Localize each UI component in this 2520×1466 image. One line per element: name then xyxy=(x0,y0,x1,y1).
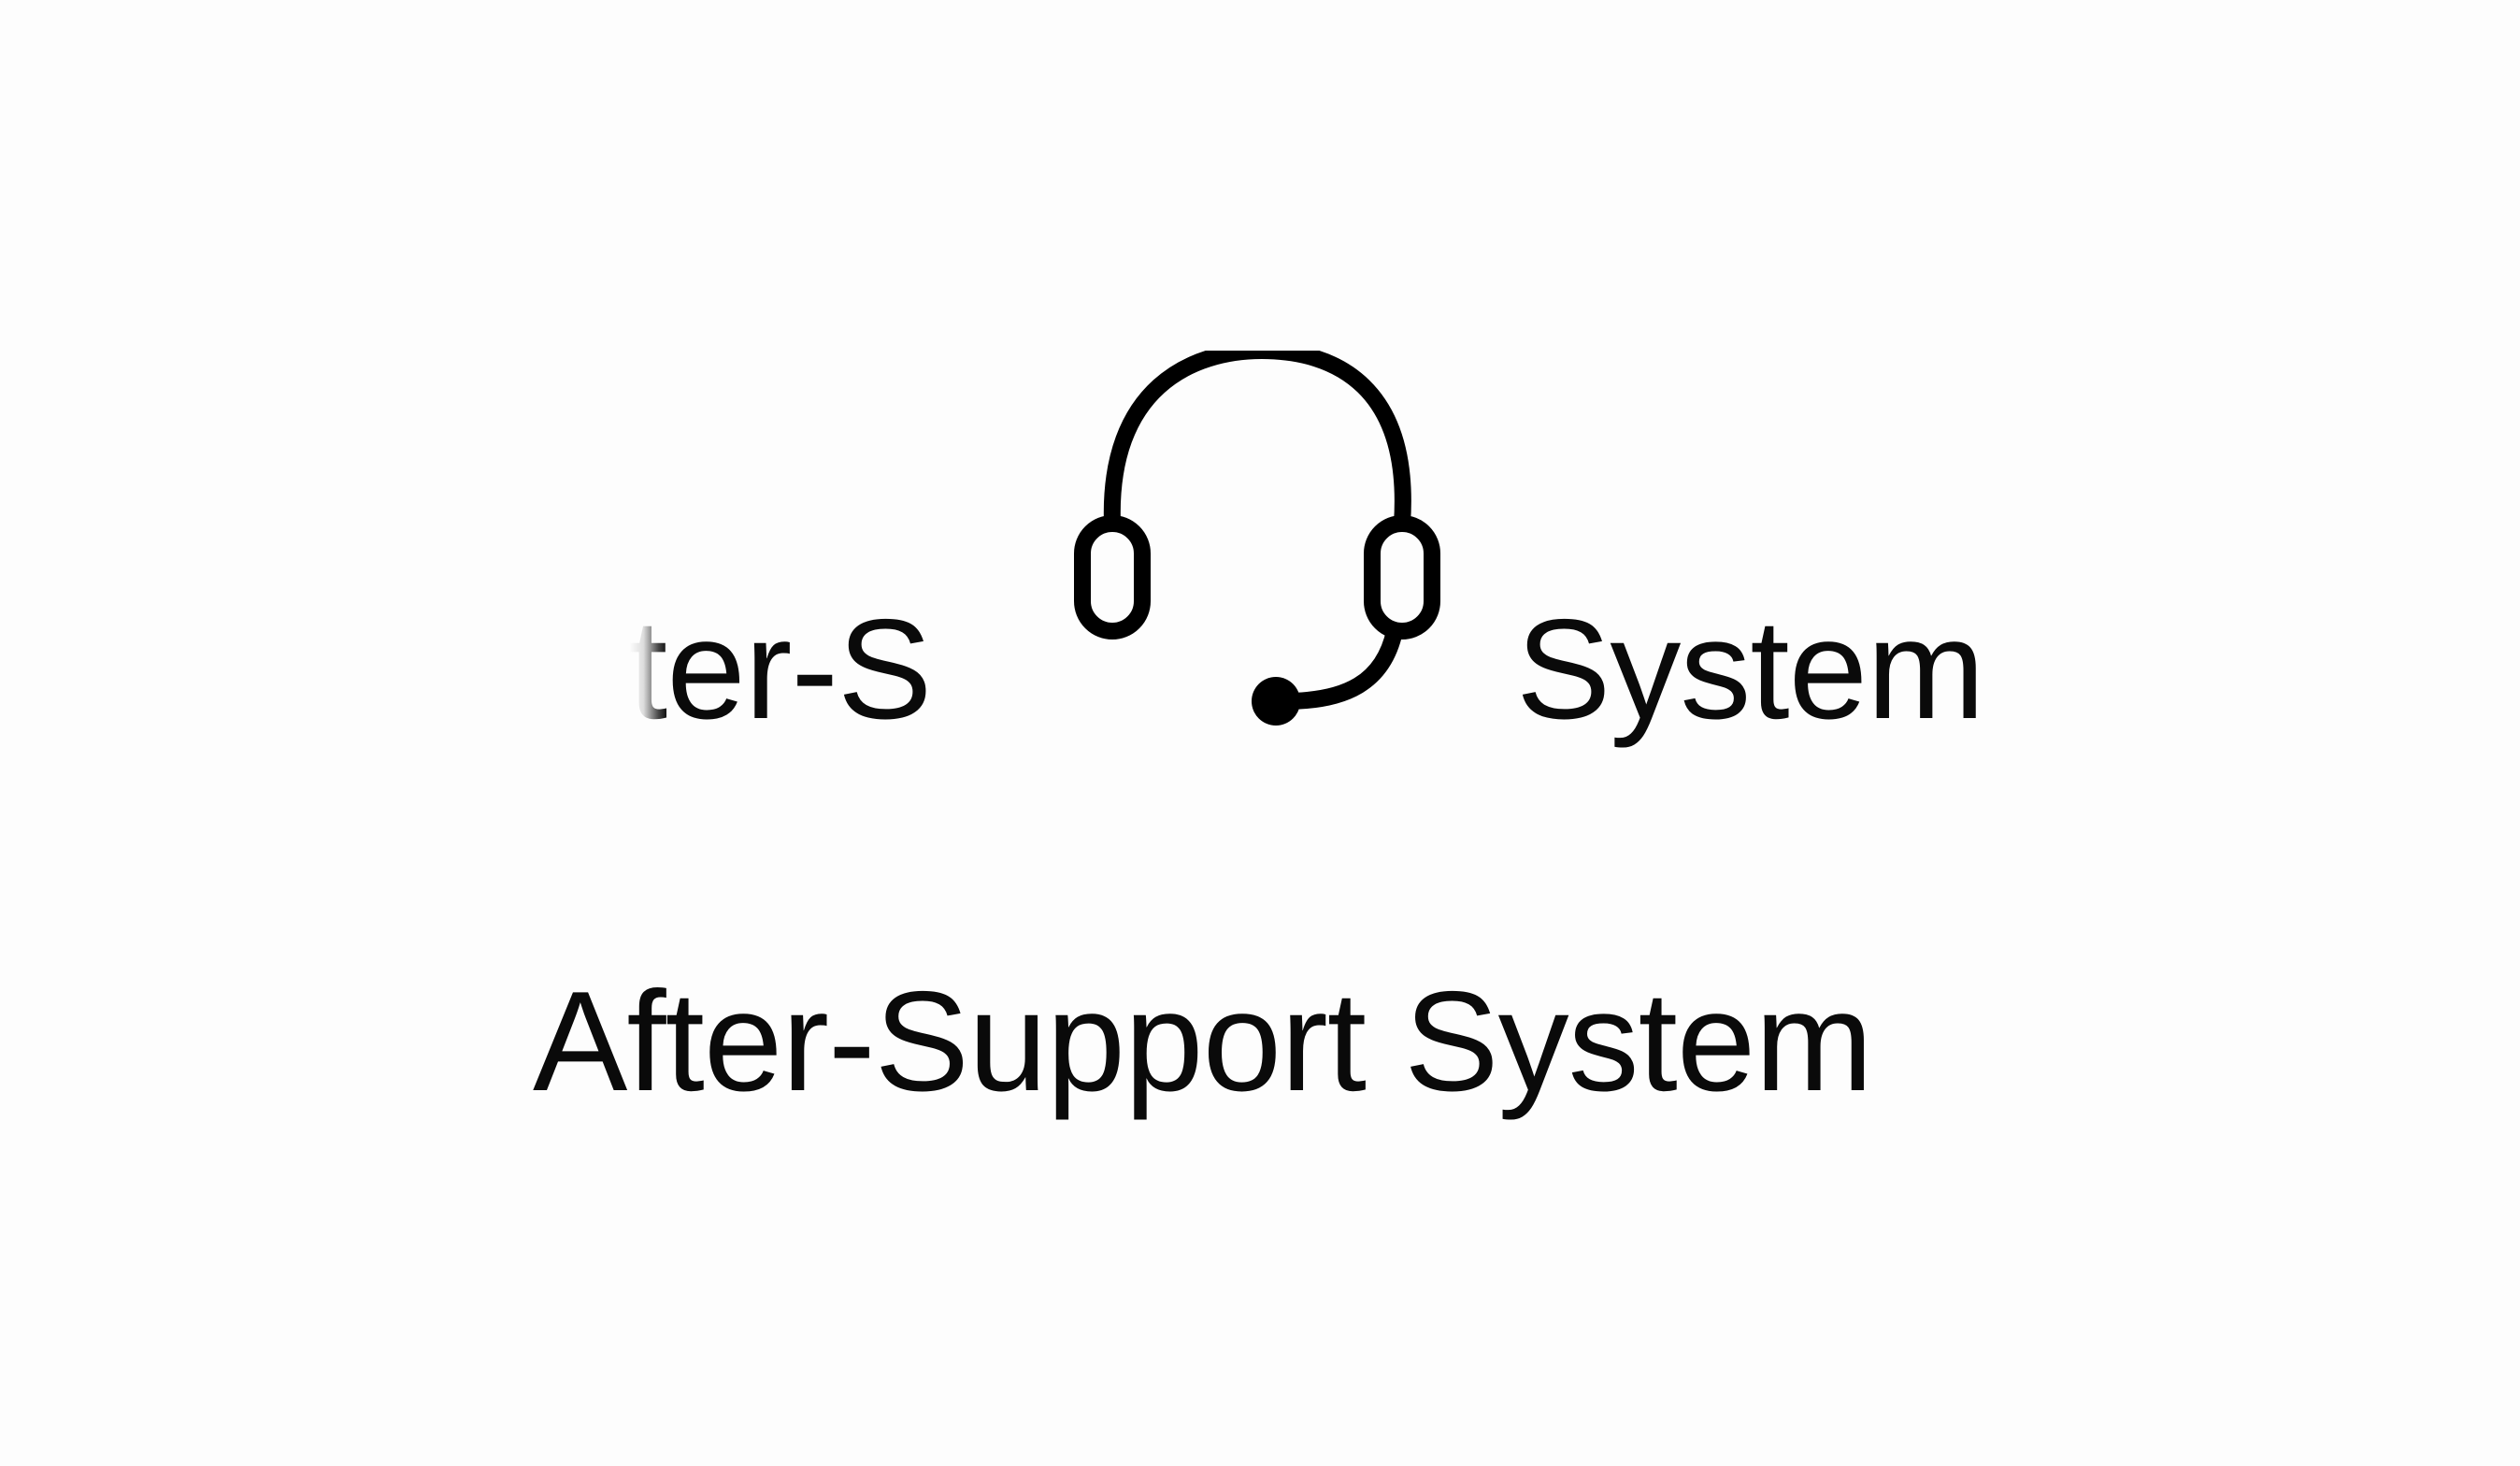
left-earcup xyxy=(1074,515,1151,640)
microphone-boom xyxy=(1277,623,1403,710)
headset-icon xyxy=(1074,351,1440,726)
fragment-text: er-S xyxy=(666,590,932,749)
faded-letter: t xyxy=(628,590,667,749)
headband xyxy=(1103,351,1411,532)
partial-title-fragment: ter-S xyxy=(628,598,932,740)
right-earcup xyxy=(1364,515,1440,640)
microphone-tip xyxy=(1252,677,1300,726)
app-title: After-Support System xyxy=(533,962,1873,1121)
title-word-system: System xyxy=(1516,590,1985,749)
